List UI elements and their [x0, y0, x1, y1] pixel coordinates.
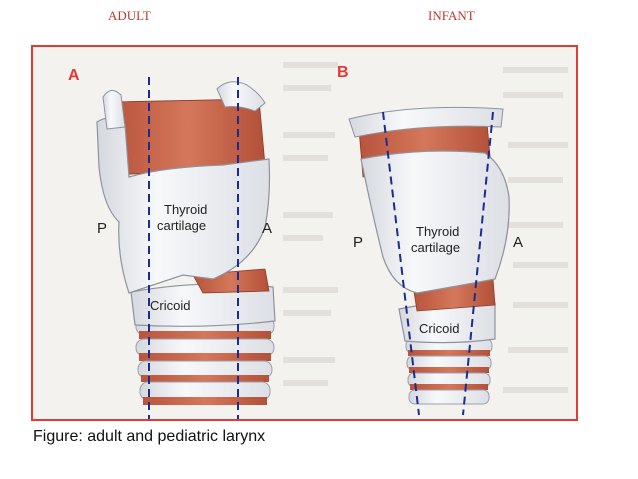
adult-larynx: A P A Thyroid cartilage Cricoid: [68, 67, 276, 419]
infant-cricoid-label: Cricoid: [419, 321, 459, 336]
figure-frame: A P A Thyroid cartilage Cricoid: [31, 45, 578, 421]
adult-thyroid-shape: [96, 117, 271, 294]
background-text: [283, 62, 568, 393]
adult-thyroid-label: Thyroid: [164, 202, 207, 217]
infant-larynx: B P A Thyroid cartilage Cricoid: [337, 64, 523, 416]
figure-caption: Figure: adult and pediatric larynx: [33, 428, 266, 445]
infant-header: INFANT: [428, 8, 475, 23]
infant-thyroid-label: Thyroid: [416, 224, 459, 239]
adult-posterior-label: P: [97, 220, 107, 237]
infant-anterior-label: A: [513, 234, 523, 251]
adult-trachea: [135, 316, 275, 405]
larynx-diagram: A P A Thyroid cartilage Cricoid: [68, 62, 568, 419]
adult-cartilage-label: cartilage: [157, 218, 206, 233]
infant-guide-line-right: [462, 111, 494, 416]
adult-header: ADULT: [108, 8, 151, 23]
adult-cricoid-label: Cricoid: [150, 298, 190, 313]
infant-trachea: [405, 338, 493, 405]
panel-b-letter: B: [337, 64, 349, 81]
infant-cartilage-label: cartilage: [411, 240, 460, 255]
adult-anterior-label: A: [262, 220, 272, 237]
infant-thyroid-shape: [360, 150, 510, 294]
infant-posterior-label: P: [353, 234, 363, 251]
infant-guide-line-left: [382, 111, 420, 416]
panel-a-letter: A: [68, 67, 80, 84]
